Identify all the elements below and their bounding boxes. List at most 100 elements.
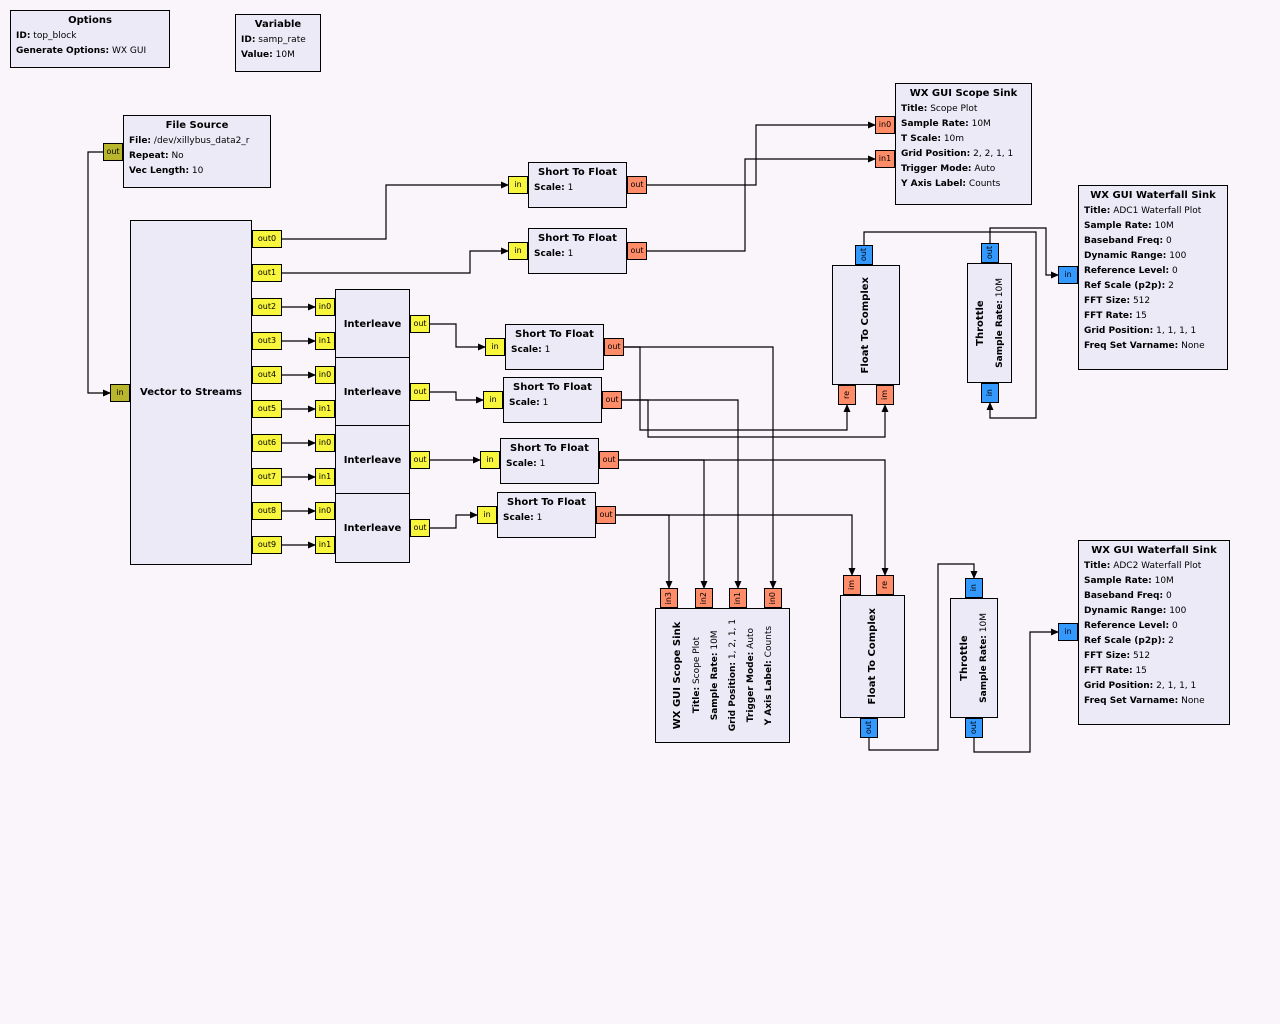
connection-wire[interactable] — [863, 231, 1037, 419]
port-vector_to_streams-out8[interactable]: out8 — [252, 502, 282, 520]
connection-wire[interactable] — [622, 399, 742, 589]
port-vector_to_streams-out0[interactable]: out0 — [252, 230, 282, 248]
port-throttle_2-in[interactable]: in — [965, 578, 983, 598]
port-short_to_float_4-in[interactable]: in — [483, 391, 503, 409]
port-interleave_2-in0[interactable]: in0 — [315, 366, 335, 384]
port-short_to_float_4-out[interactable]: out — [602, 391, 622, 409]
port-interleave_2-in1[interactable]: in1 — [315, 400, 335, 418]
port-short_to_float_6-out[interactable]: out — [596, 506, 616, 524]
port-float_to_complex_2-re[interactable]: re — [876, 575, 894, 595]
connection-wire[interactable] — [430, 323, 486, 351]
port-float_to_complex_1-im[interactable]: im — [876, 385, 894, 405]
port-throttle_2-out[interactable]: out — [965, 718, 983, 738]
connection-wire[interactable] — [647, 121, 876, 186]
port-short_to_float_5-out[interactable]: out — [599, 451, 619, 469]
port-interleave_3-out[interactable]: out — [410, 451, 430, 469]
port-scope_sink_2-in0[interactable]: in0 — [764, 588, 782, 608]
port-short_to_float_5-in[interactable]: in — [480, 451, 500, 469]
port-short_to_float_6-in[interactable]: in — [477, 506, 497, 524]
connection-wire[interactable] — [624, 346, 851, 431]
port-vector_to_streams-out3[interactable]: out3 — [252, 332, 282, 350]
connection-wire[interactable] — [647, 155, 876, 252]
port-interleave_1-out[interactable]: out — [410, 315, 430, 333]
connection-wire[interactable] — [868, 563, 978, 751]
port-short_to_float_2-out[interactable]: out — [627, 242, 647, 260]
port-throttle_1-in[interactable]: in — [981, 383, 999, 403]
param-value: 10M — [971, 119, 991, 129]
block-vector_to_streams[interactable]: Vector to Streams — [130, 220, 252, 565]
connection-wire[interactable] — [619, 459, 889, 576]
port-float_to_complex_2-im[interactable]: im — [843, 575, 861, 595]
port-throttle_1-out[interactable]: out — [981, 243, 999, 263]
connection-wire[interactable] — [430, 391, 484, 404]
port-short_to_float_2-in[interactable]: in — [508, 242, 528, 260]
port-scope_sink_2-in1[interactable]: in1 — [729, 588, 747, 608]
port-waterfall_sink_2-in[interactable]: in — [1058, 623, 1078, 641]
block-interleave_3[interactable]: Interleave — [335, 425, 410, 495]
connection-wire[interactable] — [282, 247, 509, 274]
connection-wire[interactable] — [87, 151, 111, 397]
block-interleave_2[interactable]: Interleave — [335, 357, 410, 427]
port-interleave_4-out[interactable]: out — [410, 519, 430, 537]
port-interleave_4-in0[interactable]: in0 — [315, 502, 335, 520]
port-waterfall_sink_1-in[interactable]: in — [1058, 266, 1078, 284]
param-label: ID: — [241, 35, 256, 45]
port-scope_sink_2-in2[interactable]: in2 — [695, 588, 713, 608]
port-interleave_4-in1[interactable]: in1 — [315, 536, 335, 554]
connection-wire[interactable] — [430, 511, 478, 529]
port-interleave_2-out[interactable]: out — [410, 383, 430, 401]
block-title: Short To Float — [510, 443, 589, 454]
port-interleave_1-in0[interactable]: in0 — [315, 298, 335, 316]
port-interleave_1-in1[interactable]: in1 — [315, 332, 335, 350]
port-short_to_float_1-in[interactable]: in — [508, 176, 528, 194]
connection-wire[interactable] — [624, 346, 777, 589]
port-vector_to_streams-out6[interactable]: out6 — [252, 434, 282, 452]
block-interleave_4[interactable]: Interleave — [335, 493, 410, 563]
port-vector_to_streams-out7[interactable]: out7 — [252, 468, 282, 486]
port-interleave_3-in0[interactable]: in0 — [315, 434, 335, 452]
connection-wire[interactable] — [973, 628, 1059, 753]
block-param: Sample Rate: 10M — [1079, 219, 1227, 234]
block-float_to_complex_2[interactable]: Float To Complex — [840, 595, 905, 718]
connection-wire[interactable] — [622, 399, 889, 438]
port-vector_to_streams-out4[interactable]: out4 — [252, 366, 282, 384]
port-short_to_float_3-in[interactable]: in — [485, 338, 505, 356]
connection-wire[interactable] — [282, 181, 509, 240]
port-interleave_3-in1[interactable]: in1 — [315, 468, 335, 486]
port-scope_sink_1-in0[interactable]: in0 — [875, 116, 895, 134]
port-vector_to_streams-out9[interactable]: out9 — [252, 536, 282, 554]
port-file_source-out[interactable]: out — [103, 143, 123, 161]
port-vector_to_streams-in[interactable]: in — [110, 384, 130, 402]
port-float_to_complex_1-out[interactable]: out — [855, 245, 873, 265]
block-interleave_1[interactable]: Interleave — [335, 289, 410, 359]
port-short_to_float_1-out[interactable]: out — [627, 176, 647, 194]
block-param: Trigger Mode: Auto — [742, 619, 760, 731]
port-vector_to_streams-out1[interactable]: out1 — [252, 264, 282, 282]
block-float_to_complex_1[interactable]: Float To Complex — [832, 265, 900, 385]
port-short_to_float_3-out[interactable]: out — [604, 338, 624, 356]
port-scope_sink_2-in3[interactable]: in3 — [660, 588, 678, 608]
port-vector_to_streams-out2[interactable]: out2 — [252, 298, 282, 316]
connection-wire[interactable] — [616, 514, 856, 576]
port-scope_sink_1-in1[interactable]: in1 — [875, 150, 895, 168]
port-vector_to_streams-out5[interactable]: out5 — [252, 400, 282, 418]
port-float_to_complex_1-re[interactable]: re — [838, 385, 856, 405]
port-float_to_complex_2-out[interactable]: out — [860, 718, 878, 738]
connection-wire[interactable] — [989, 227, 1059, 279]
